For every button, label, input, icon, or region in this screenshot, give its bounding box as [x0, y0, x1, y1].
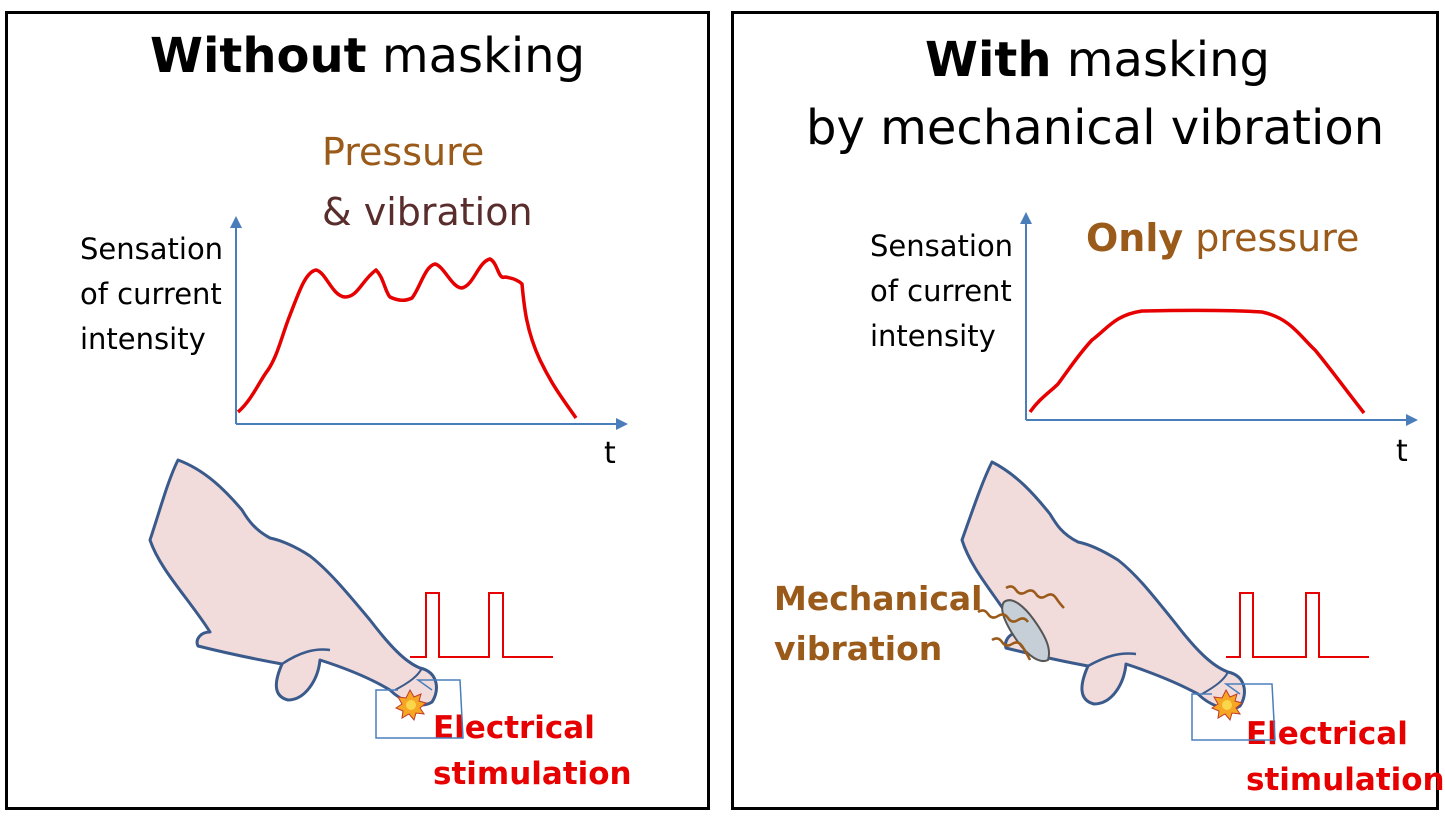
left-sensation-curve [236, 257, 578, 420]
left-hand-crease [281, 648, 331, 666]
right-vib-line1: Mechanical [774, 579, 983, 618]
right-stim-line2: stimulation [1246, 762, 1445, 798]
left-pulse-train [410, 592, 553, 658]
left-spark-icon [394, 688, 428, 722]
right-spark-icon [1210, 688, 1244, 722]
left-caption-pressure: Pressure [322, 130, 485, 174]
right-caption-rest: pressure [1183, 216, 1360, 260]
left-ylabel-line2: of current [80, 277, 222, 311]
left-fingernail [394, 667, 423, 691]
left-title-rest: masking [366, 28, 586, 84]
left-electrode-wire [375, 679, 464, 739]
right-sensation-curve [1028, 308, 1366, 415]
right-hand [960, 460, 1246, 711]
right-hand-shape [960, 460, 1246, 711]
left-hand-shape [148, 458, 438, 707]
left-caption-vibration: & vibration [322, 190, 533, 234]
right-electrode-wire [1191, 683, 1276, 741]
left-title-bold: Without [150, 28, 367, 84]
right-fingernail [1201, 671, 1229, 695]
right-title-rest: masking [1051, 32, 1270, 88]
right-axes [1020, 212, 1418, 426]
right-ylabel-line1: Sensation [870, 229, 1014, 263]
right-hand-crease [1087, 652, 1137, 668]
right-vib-line2: vibration [774, 629, 943, 668]
left-xlabel: t [604, 436, 616, 471]
right-title-line1: With masking [925, 32, 1270, 88]
left-title: Without masking [150, 28, 585, 84]
right-title-bold: With [925, 32, 1052, 88]
right-ylabel-line3: intensity [870, 319, 996, 353]
right-title-line2: by mechanical vibration [806, 100, 1385, 156]
vibration-motor-icon [1001, 599, 1050, 662]
left-stim-line2: stimulation [433, 756, 632, 792]
right-xlabel: t [1396, 434, 1408, 469]
left-hand [148, 458, 438, 707]
right-pulse-train [1226, 592, 1369, 658]
left-axes [230, 216, 628, 430]
right-ylabel-line2: of current [870, 274, 1012, 308]
left-ylabel-line1: Sensation [80, 232, 224, 266]
right-stim-line1: Electrical [1246, 716, 1408, 752]
vibration-waves-icon [977, 585, 1065, 661]
panel-without-masking [5, 11, 710, 810]
right-caption-bold: Only [1086, 216, 1184, 260]
left-ylabel-line3: intensity [80, 322, 206, 356]
right-caption: Only pressure [1086, 216, 1359, 260]
left-stim-line1: Electrical [433, 710, 595, 746]
